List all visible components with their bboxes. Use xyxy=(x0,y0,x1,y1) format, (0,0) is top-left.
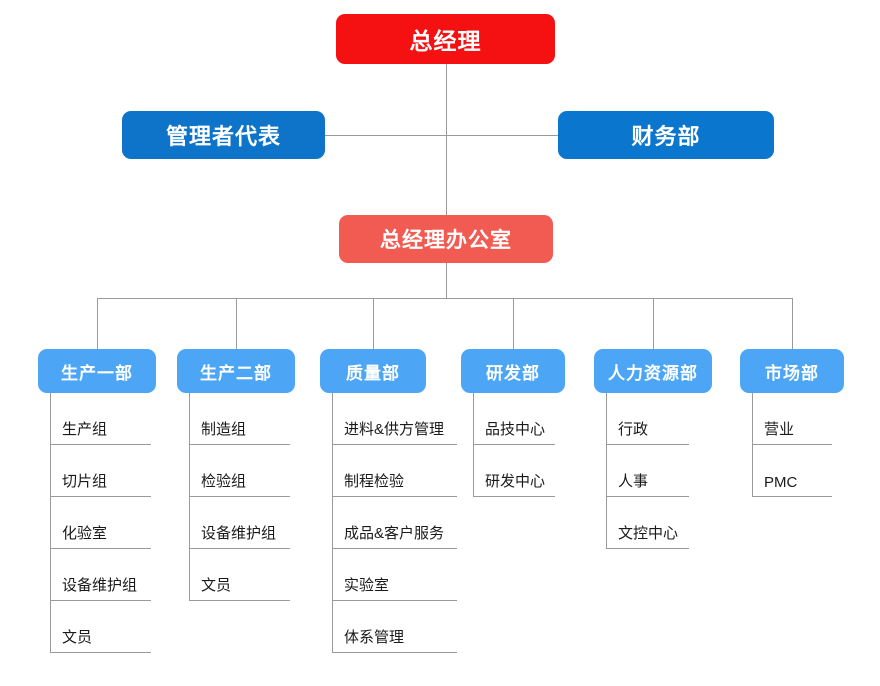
sub-item[interactable]: 进料&供方管理 xyxy=(332,393,457,445)
sub-item-label: 进料&供方管理 xyxy=(344,421,445,438)
node-ceo-label: 总经理 xyxy=(409,28,482,54)
sub-item-label: 设备维护组 xyxy=(201,525,277,542)
node-department-label: 生产一部 xyxy=(61,363,133,383)
sub-item[interactable]: 制程检验 xyxy=(332,445,457,497)
node-finance-department-label: 财务部 xyxy=(631,124,701,149)
sub-item[interactable]: 化验室 xyxy=(50,497,151,549)
node-management-representative[interactable]: 管理者代表 xyxy=(122,111,325,159)
sub-item-label: 体系管理 xyxy=(344,629,405,646)
node-department-2[interactable]: 生产二部 xyxy=(177,349,295,393)
sub-item-label: 研发中心 xyxy=(485,473,546,490)
sub-item[interactable]: 实验室 xyxy=(332,549,457,601)
sub-item-label: 制造组 xyxy=(201,421,247,438)
sub-item[interactable]: PMC xyxy=(752,445,832,497)
sub-item-label: 实验室 xyxy=(344,577,390,594)
sub-item[interactable]: 设备维护组 xyxy=(189,497,290,549)
sub-item[interactable]: 行政 xyxy=(606,393,689,445)
sub-item[interactable]: 文员 xyxy=(189,549,290,601)
node-department-6[interactable]: 市场部 xyxy=(740,349,844,393)
sub-items-column-1: 生产组切片组化验室设备维护组文员 xyxy=(50,393,151,653)
sub-items-column-3: 进料&供方管理制程检验成品&客户服务实验室体系管理 xyxy=(332,393,457,653)
node-ceo[interactable]: 总经理 xyxy=(336,14,555,64)
sub-item[interactable]: 检验组 xyxy=(189,445,290,497)
sub-items-column-6: 营业 PMC xyxy=(752,393,832,497)
sub-item[interactable]: 营业 xyxy=(752,393,832,445)
sub-item-label: 化验室 xyxy=(62,525,108,542)
node-general-manager-office-label: 总经理办公室 xyxy=(380,229,512,252)
node-department-label: 质量部 xyxy=(346,363,400,383)
sub-item[interactable]: 体系管理 xyxy=(332,601,457,653)
sub-item[interactable]: 切片组 xyxy=(50,445,151,497)
sub-item-label: 品技中心 xyxy=(485,421,546,438)
node-department-4[interactable]: 研发部 xyxy=(461,349,565,393)
sub-item-label: 文员 xyxy=(62,629,93,646)
node-finance-department[interactable]: 财务部 xyxy=(558,111,774,159)
sub-item-label: 制程检验 xyxy=(344,473,405,490)
sub-item-label: 文控中心 xyxy=(618,525,679,542)
node-management-representative-label: 管理者代表 xyxy=(165,124,281,149)
sub-item[interactable]: 生产组 xyxy=(50,393,151,445)
sub-item[interactable]: 文员 xyxy=(50,601,151,653)
node-department-label: 市场部 xyxy=(765,363,819,383)
sub-item-label: 切片组 xyxy=(62,473,108,490)
node-department-label: 人力资源部 xyxy=(608,363,698,383)
sub-item[interactable]: 文控中心 xyxy=(606,497,689,549)
sub-item[interactable]: 人事 xyxy=(606,445,689,497)
sub-items-column-4: 品技中心研发中心 xyxy=(473,393,555,497)
sub-item-label: 成品&客户服务 xyxy=(344,525,445,542)
sub-item-label: 文员 xyxy=(201,577,232,594)
node-department-label: 研发部 xyxy=(486,363,540,383)
sub-item-label: 检验组 xyxy=(201,473,247,490)
sub-items-column-2: 制造组检验组设备维护组文员 xyxy=(189,393,290,601)
sub-items-column-5: 行政人事文控中心 xyxy=(606,393,689,549)
node-department-label: 生产二部 xyxy=(200,363,272,383)
node-department-5[interactable]: 人力资源部 xyxy=(594,349,712,393)
sub-item-label: PMC xyxy=(764,474,798,491)
sub-item[interactable]: 制造组 xyxy=(189,393,290,445)
sub-item-label: 营业 xyxy=(764,421,795,438)
sub-item[interactable]: 品技中心 xyxy=(473,393,555,445)
sub-item-label: 行政 xyxy=(618,421,649,438)
sub-item[interactable]: 成品&客户服务 xyxy=(332,497,457,549)
sub-item-label: 生产组 xyxy=(62,421,108,438)
sub-item-label: 设备维护组 xyxy=(62,577,138,594)
node-general-manager-office[interactable]: 总经理办公室 xyxy=(339,215,553,263)
sub-item[interactable]: 设备维护组 xyxy=(50,549,151,601)
sub-item[interactable]: 研发中心 xyxy=(473,445,555,497)
sub-item-label: 人事 xyxy=(618,473,649,490)
node-department-1[interactable]: 生产一部 xyxy=(38,349,156,393)
node-department-3[interactable]: 质量部 xyxy=(320,349,426,393)
